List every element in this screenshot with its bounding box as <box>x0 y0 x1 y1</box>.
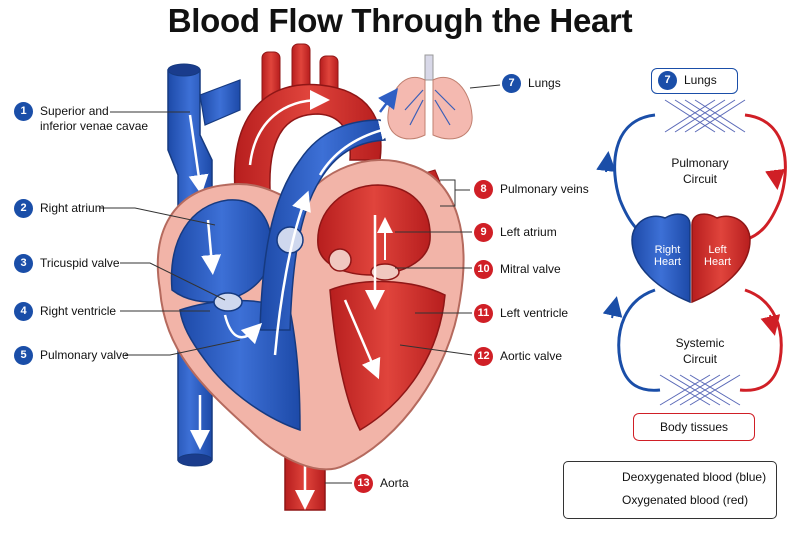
circuit-lungs-box: 7 Lungs <box>651 68 738 94</box>
left-heart-label: Left Heart <box>695 244 740 268</box>
label-13-badge: 13 <box>354 474 373 493</box>
label-7-text: Lungs <box>528 76 561 90</box>
right-heart-line1: Right <box>654 244 681 256</box>
left-heart-line1: Left <box>708 244 727 256</box>
pulmonary-circuit-line2: Circuit <box>682 172 717 186</box>
right-heart-label: Right Heart <box>645 244 690 268</box>
label-10-text: Mitral valve <box>500 262 561 276</box>
label-9-badge: 9 <box>474 223 493 242</box>
label-10-badge: 10 <box>474 260 493 279</box>
label-12-badge: 12 <box>474 347 493 366</box>
label-7-badge: 7 <box>502 74 521 93</box>
systemic-circuit-label: Systemic Circuit <box>645 336 755 366</box>
label-8-text: Pulmonary veins <box>500 182 589 196</box>
label-1-badge: 1 <box>14 102 33 121</box>
systemic-circuit-line2: Circuit <box>682 352 717 366</box>
label-5-badge: 5 <box>14 346 33 365</box>
label-4-badge: 4 <box>14 302 33 321</box>
label-2-text: Right atrium <box>40 201 105 215</box>
label-11-badge: 11 <box>474 304 493 323</box>
label-12-text: Aortic valve <box>500 349 563 363</box>
label-13-text: Aorta <box>380 476 409 490</box>
label-8-badge: 8 <box>474 180 493 199</box>
circuit-lungs-badge: 7 <box>658 71 677 90</box>
legend-deoxygenated: Deoxygenated blood (blue) <box>622 470 767 484</box>
right-heart-line2: Heart <box>654 256 681 268</box>
label-9-text: Left atrium <box>500 225 557 239</box>
legend: Deoxygenated blood (blue) Oxygenated blo… <box>563 461 777 519</box>
circuit-diagram <box>596 99 787 406</box>
label-1-text2: inferior venae cavae <box>40 119 149 133</box>
label-3-badge: 3 <box>14 254 33 273</box>
label-1-text: Superior and <box>40 104 109 118</box>
leader-lines <box>100 84 501 484</box>
legend-oxygenated: Oxygenated blood (red) <box>622 493 749 507</box>
label-5-text: Pulmonary valve <box>40 348 129 362</box>
label-3-text: Tricuspid valve <box>40 256 120 270</box>
page-title: Blood Flow Through the Heart <box>167 2 633 39</box>
systemic-circuit-line1: Systemic <box>675 336 725 350</box>
lungs-illustration <box>378 54 473 140</box>
circuit-lungs-label: Lungs <box>684 73 717 87</box>
heart <box>156 119 465 471</box>
left-heart-line2: Heart <box>704 256 731 268</box>
label-2-badge: 2 <box>14 199 33 218</box>
label-4-text: Right ventricle <box>40 304 117 318</box>
pulmonary-circuit-label: Pulmonary Circuit <box>645 156 755 186</box>
pulmonary-circuit-line1: Pulmonary <box>671 156 729 170</box>
label-11-text: Left ventricle <box>500 306 569 320</box>
body-tissues-box: Body tissues <box>633 413 755 441</box>
